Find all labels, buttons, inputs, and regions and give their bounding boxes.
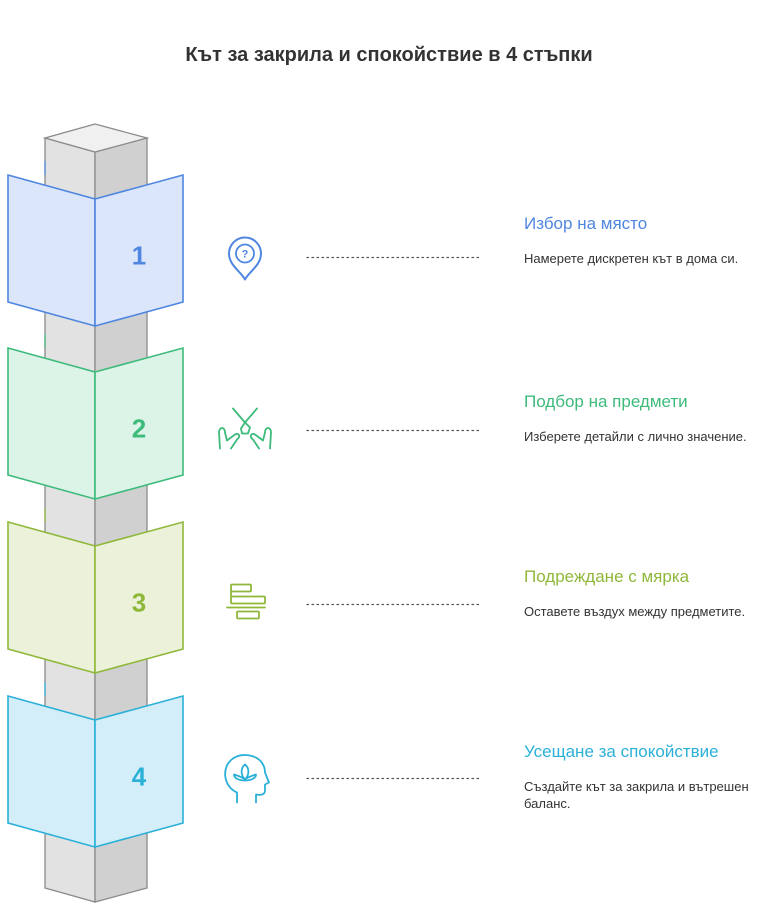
box-front-face bbox=[7, 694, 96, 849]
step-1-number: 1 bbox=[132, 240, 146, 270]
mind-lotus-icon bbox=[224, 754, 270, 804]
step-4-number: 4 bbox=[132, 761, 147, 791]
step-2-description: Изберете детайли с лично значение. bbox=[524, 429, 747, 444]
dotted-leaders bbox=[306, 256, 483, 780]
box-side-face bbox=[94, 173, 184, 328]
location-question-icon: ? bbox=[228, 236, 262, 281]
step-3-description: Оставете въздух между предметите. bbox=[524, 604, 746, 619]
step-icons: ? bbox=[218, 236, 272, 804]
step-4-description: Създайте кът за закрила и вътрешен балан… bbox=[524, 779, 749, 811]
step-2-box: 2 bbox=[7, 334, 184, 501]
column-top-face bbox=[42, 123, 150, 153]
step-1-box: 1 bbox=[7, 161, 184, 328]
hands-necklace-icon bbox=[218, 407, 272, 450]
step-1-title: Избор на място bbox=[524, 214, 648, 233]
page-title: Кът за закрила и спокойствие в 4 стъпки bbox=[185, 44, 593, 66]
step-1-description: Намерете дискретен кът в дома си. bbox=[524, 251, 739, 266]
step-2-title: Подбор на предмети bbox=[524, 392, 688, 411]
box-front-face bbox=[7, 346, 96, 501]
step-2-number: 2 bbox=[132, 413, 146, 443]
step-4-title: Усещане за спокойствие bbox=[524, 742, 719, 761]
step-3-title: Подреждане с мярка bbox=[524, 567, 690, 586]
box-side-face bbox=[94, 694, 184, 849]
align-bars-icon bbox=[226, 583, 266, 620]
step-boxes: 1 2 3 4 bbox=[7, 161, 184, 849]
svg-text:?: ? bbox=[242, 248, 249, 260]
step-3-box: 3 bbox=[7, 508, 184, 675]
box-side-face bbox=[94, 520, 184, 675]
box-side-face bbox=[94, 346, 184, 501]
step-4-box: 4 bbox=[7, 682, 184, 849]
box-front-face bbox=[7, 173, 96, 328]
box-front-face bbox=[7, 520, 96, 675]
step-3-number: 3 bbox=[132, 587, 146, 617]
